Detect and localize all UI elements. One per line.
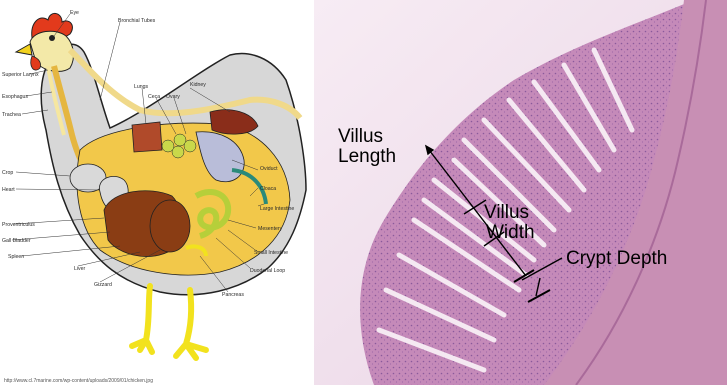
- source-url: http://www.cl.7marine.com/wp-content/upl…: [4, 378, 153, 384]
- label-eye: Eye: [70, 10, 79, 16]
- label-gizzard: Gizzard: [94, 282, 112, 288]
- label-trachea: Trachea: [2, 112, 21, 118]
- chicken-anatomy-svg: Eye Bronchial Tubes Superior Larynx Lung…: [0, 0, 314, 385]
- histology-svg: Villus Length Villus Width Crypt Depth: [314, 0, 727, 385]
- label-proventriculus: Proventriculus: [2, 222, 35, 228]
- label-esophagus: Esophagus: [2, 94, 28, 100]
- label-liver: Liver: [74, 266, 86, 272]
- label-cloaca: Cloaca: [260, 186, 276, 192]
- label-bronchial-tubes: Bronchial Tubes: [118, 18, 156, 24]
- label-heart: Heart: [2, 187, 15, 193]
- villus-length-label-2: Length: [338, 146, 396, 167]
- left-leg: [132, 286, 152, 352]
- label-oviduct: Oviduct: [260, 166, 278, 172]
- label-gall-bladder: Gall Bladder: [2, 238, 31, 244]
- crypt-depth-label: Crypt Depth: [566, 248, 667, 269]
- label-duodenal-loop: Duodenal Loop: [250, 268, 285, 274]
- label-large-intestine: Large Intestine: [260, 206, 294, 212]
- label-kidney: Kidney: [190, 82, 206, 88]
- label-small-intestine: Small Intestine: [254, 250, 288, 256]
- right-leg: [176, 290, 206, 358]
- label-lungs: Lungs: [134, 84, 149, 90]
- gizzard: [150, 200, 190, 252]
- label-superior-larynx: Superior Larynx: [2, 72, 39, 78]
- chicken-beak: [16, 44, 32, 55]
- villus-width-label-1: Villus: [484, 202, 529, 223]
- chicken-anatomy-diagram: Eye Bronchial Tubes Superior Larynx Lung…: [0, 0, 314, 385]
- lungs: [132, 122, 162, 152]
- label-spleen: Spleen: [8, 254, 24, 260]
- label-mesentery: Mesentery: [258, 226, 283, 232]
- label-ceca: Ceca: [148, 94, 160, 100]
- label-ovary: Ovary: [166, 94, 180, 100]
- villus-length-label-1: Villus: [338, 126, 383, 147]
- label-crop: Crop: [2, 170, 13, 176]
- villus-width-label-2: Width: [486, 222, 535, 243]
- label-pancreas: Pancreas: [222, 292, 244, 298]
- villus-histology-micrograph: Villus Length Villus Width Crypt Depth: [314, 0, 727, 385]
